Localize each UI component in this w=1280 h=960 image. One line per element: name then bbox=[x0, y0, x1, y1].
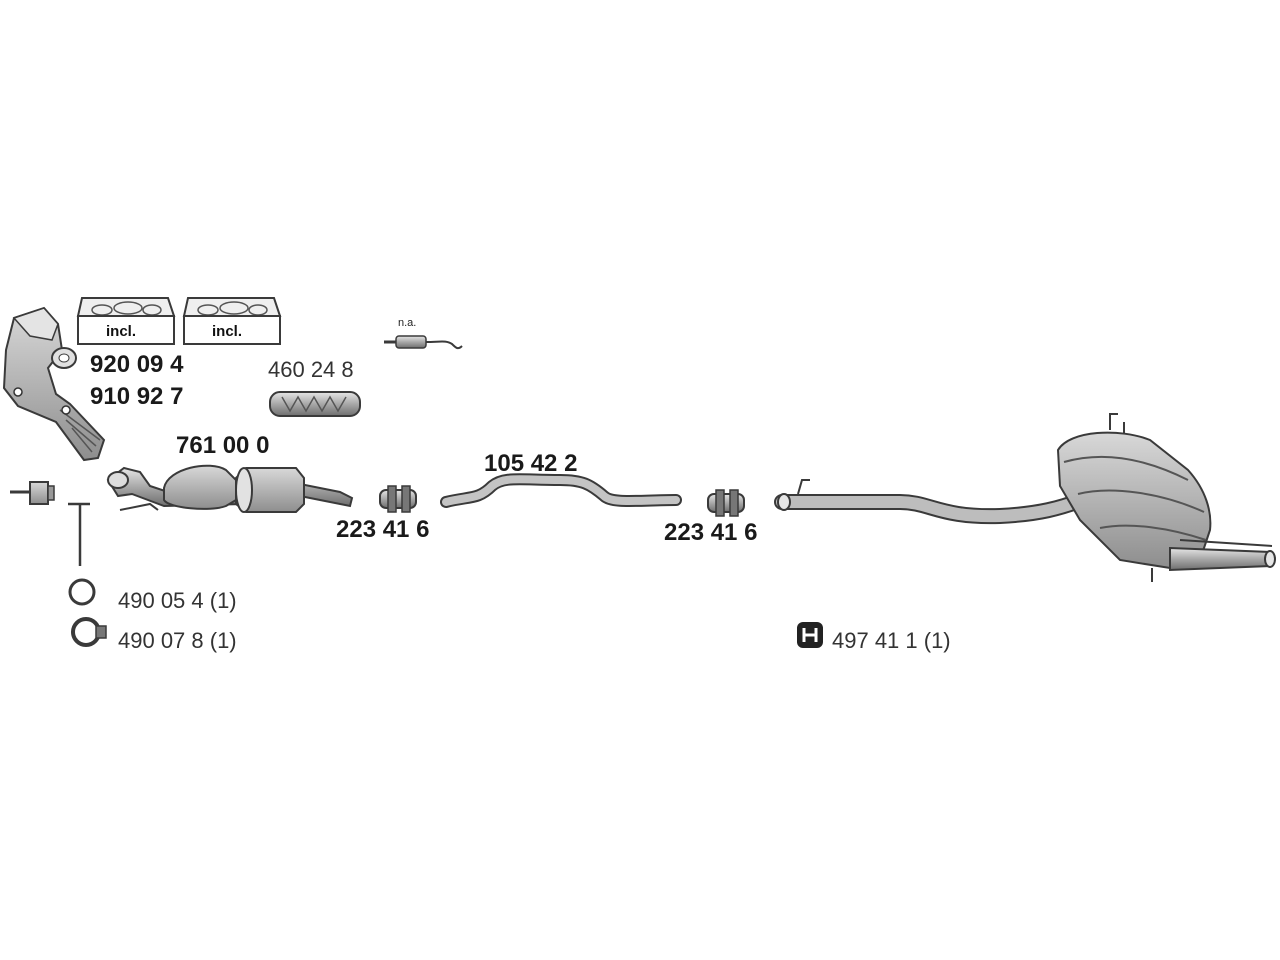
lambda-sensor bbox=[384, 335, 463, 350]
part-number-middle-pipe: 105 42 2 bbox=[484, 450, 578, 477]
pipe-clamp-rear bbox=[707, 489, 745, 517]
not-available-label: n.a. bbox=[398, 317, 417, 329]
gasket-kit-box-1 bbox=[76, 297, 176, 345]
hanger-bracket bbox=[68, 502, 90, 566]
part-number-clamp-ring: 490 07 8 (1) bbox=[118, 628, 237, 653]
front-pipe-catalyst bbox=[106, 464, 354, 513]
gasket-kit-box-2 bbox=[182, 297, 282, 345]
clamp-ring bbox=[71, 617, 107, 647]
part-number-clamp-front: 223 41 6 bbox=[336, 516, 430, 543]
part-number-rubber-mount: 497 41 1 (1) bbox=[832, 628, 951, 653]
middle-pipe bbox=[440, 473, 682, 508]
incl-label-2: incl. bbox=[212, 323, 243, 340]
ring-gasket bbox=[68, 578, 96, 606]
flexible-pipe bbox=[269, 391, 361, 417]
part-number-manifold-b: 910 92 7 bbox=[90, 383, 184, 410]
part-number-flex-pipe: 460 24 8 bbox=[268, 357, 354, 382]
rear-silencer bbox=[774, 413, 1276, 582]
part-number-clamp-rear: 223 41 6 bbox=[664, 519, 758, 546]
pipe-clamp-front bbox=[379, 485, 417, 513]
part-number-ring-gasket: 490 05 4 (1) bbox=[118, 588, 237, 613]
bolt-part bbox=[10, 481, 55, 505]
part-number-manifold-a: 920 09 4 bbox=[90, 351, 184, 378]
part-number-front-cat: 761 00 0 bbox=[176, 432, 270, 459]
rubber-mount-icon bbox=[797, 622, 823, 648]
manifold-catalytic-converter bbox=[2, 306, 106, 462]
incl-label-1: incl. bbox=[106, 323, 137, 340]
